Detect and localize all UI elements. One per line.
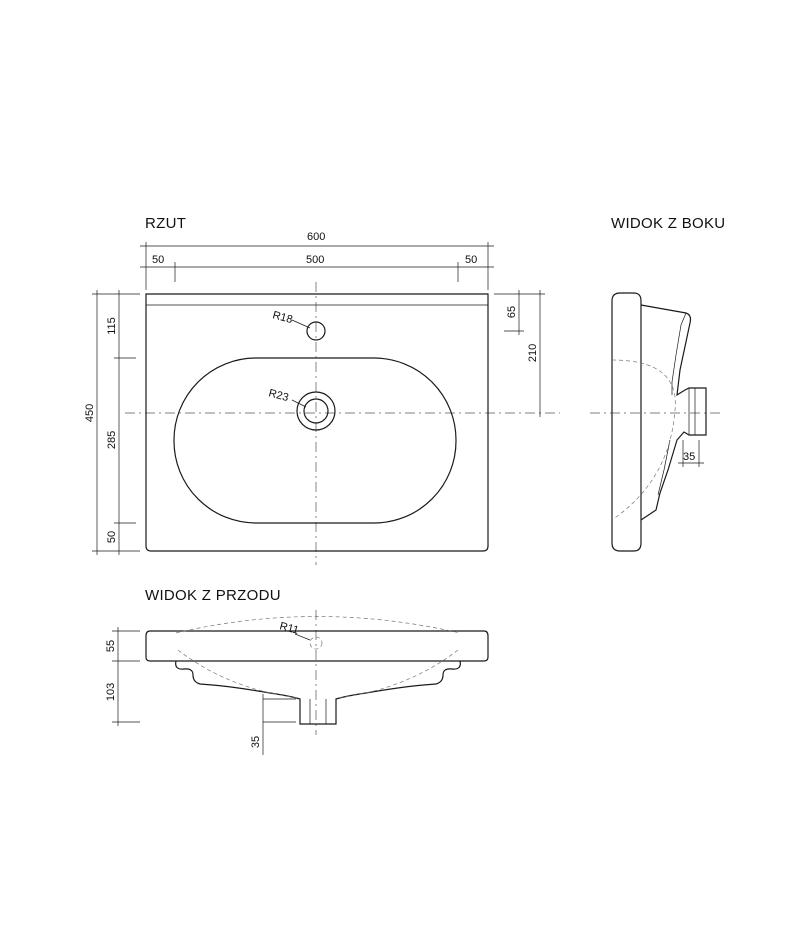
side-body (640, 304, 707, 521)
dim-front-margin: 50 (106, 531, 118, 543)
drain-radius-label: R23 (267, 387, 290, 404)
dim-left-margin: 50 (152, 254, 164, 266)
side-view: 35 (590, 292, 720, 552)
tap-radius-label: R18 (271, 309, 294, 326)
dim-drain-offset-front: 35 (250, 736, 262, 748)
dim-to-drain: 210 (527, 344, 539, 362)
dim-drain-offset-side: 35 (683, 451, 695, 463)
drain-outer (296, 391, 336, 431)
front-rim (145, 630, 489, 662)
front-view: R11 55 103 35 (105, 610, 489, 755)
plan-view-title: RZUT (145, 215, 186, 232)
side-view-title: WIDOK Z BOKU (611, 215, 725, 232)
side-rim (611, 292, 642, 552)
basin-outline (145, 293, 489, 552)
overflow-hole (309, 636, 323, 650)
dim-body-height: 103 (105, 683, 117, 701)
dim-total-width: 600 (307, 231, 325, 243)
overflow-radius-label: R11 (278, 620, 300, 637)
drain-inner (303, 398, 329, 424)
dim-back-ledge: 65 (506, 306, 518, 318)
front-body (175, 660, 461, 725)
dim-top-to-tap: 115 (106, 317, 118, 335)
dim-bowl-depth: 285 (106, 431, 118, 449)
front-view-title: WIDOK Z PRZODU (145, 587, 281, 604)
dim-inner-width: 500 (306, 254, 324, 266)
dim-depth: 450 (84, 404, 96, 422)
dim-right-margin: 50 (465, 254, 477, 266)
dim-rim-height: 55 (105, 640, 117, 652)
plan-view: R18 R23 600 50 500 50 450 115 285 50 65 … (84, 231, 560, 565)
tap-hole (306, 321, 326, 341)
bowl-outline (173, 357, 457, 524)
